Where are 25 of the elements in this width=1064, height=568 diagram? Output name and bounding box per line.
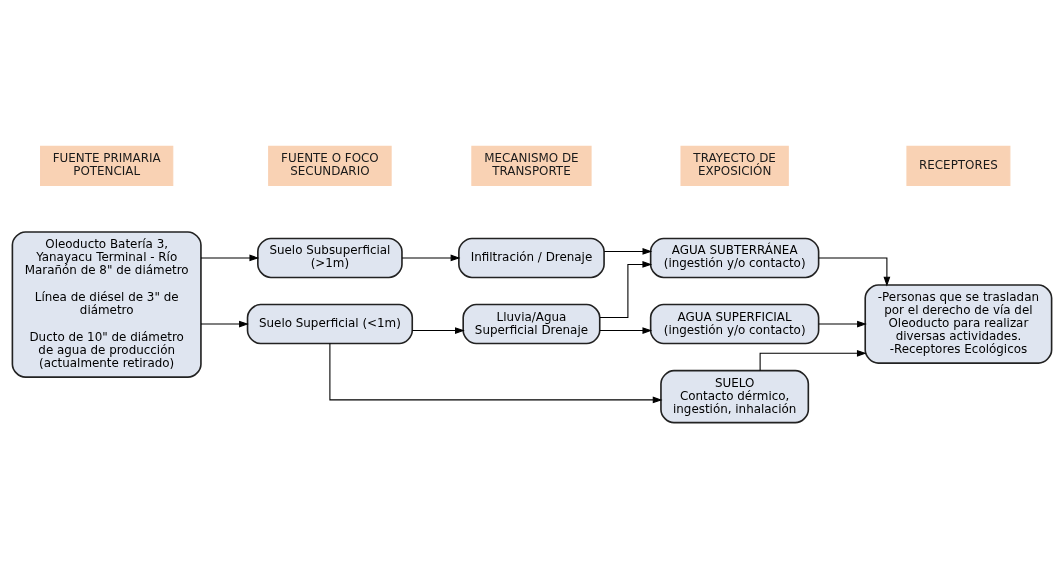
node-box: -Personas que se trasladan por el derecho de vía del Oleoducto para realizar diversas actividades. -Receptores Ecológicos [864,283,1053,364]
node-box: Suelo Subsuperficial (>1m) [257,237,403,278]
arrow [200,320,249,327]
node-box: MECANISMO DE TRANSPORTE [471,145,592,186]
node-box: SUELO Contacto dérmico, ingestión, inhalación [660,369,810,423]
node-box: FUENTE PRIMARIA POTENCIAL [40,145,174,186]
node-box: Infiltración / Drenaje [458,237,605,278]
arrow [818,320,867,327]
arrow [818,256,891,286]
arrow [759,349,867,371]
node-box: FUENTE O FOCO SECUNDARIO [268,145,392,186]
node-box: AGUA SUBTERRÁNEA (ingestión y/o contacto) [649,237,820,278]
node-box: TRAYECTO DE EXPOSICIÓN [680,145,789,186]
arrow [599,260,653,318]
arrow [599,326,653,334]
node-box: AGUA SUPERFICIAL (ingestión y/o contacto) [649,303,820,344]
arrow [200,254,260,261]
arrow [411,326,465,334]
arrow [603,247,653,255]
arrow [401,254,461,261]
node-box: Oleoducto Batería 3, Yanayacu Terminal - Río Marañón de 8" de diámetro Línea de diésel de 3" de diámetro Ducto de 10" de diámetro de agua de producción (actualmente retirado) [11,230,202,378]
arrow [329,342,663,403]
node-box: Suelo Superficial (<1m) [246,303,414,344]
node-box: RECEPTORES [906,145,1011,186]
node-box: Lluvia/Agua Superficial Drenaje [462,303,601,344]
